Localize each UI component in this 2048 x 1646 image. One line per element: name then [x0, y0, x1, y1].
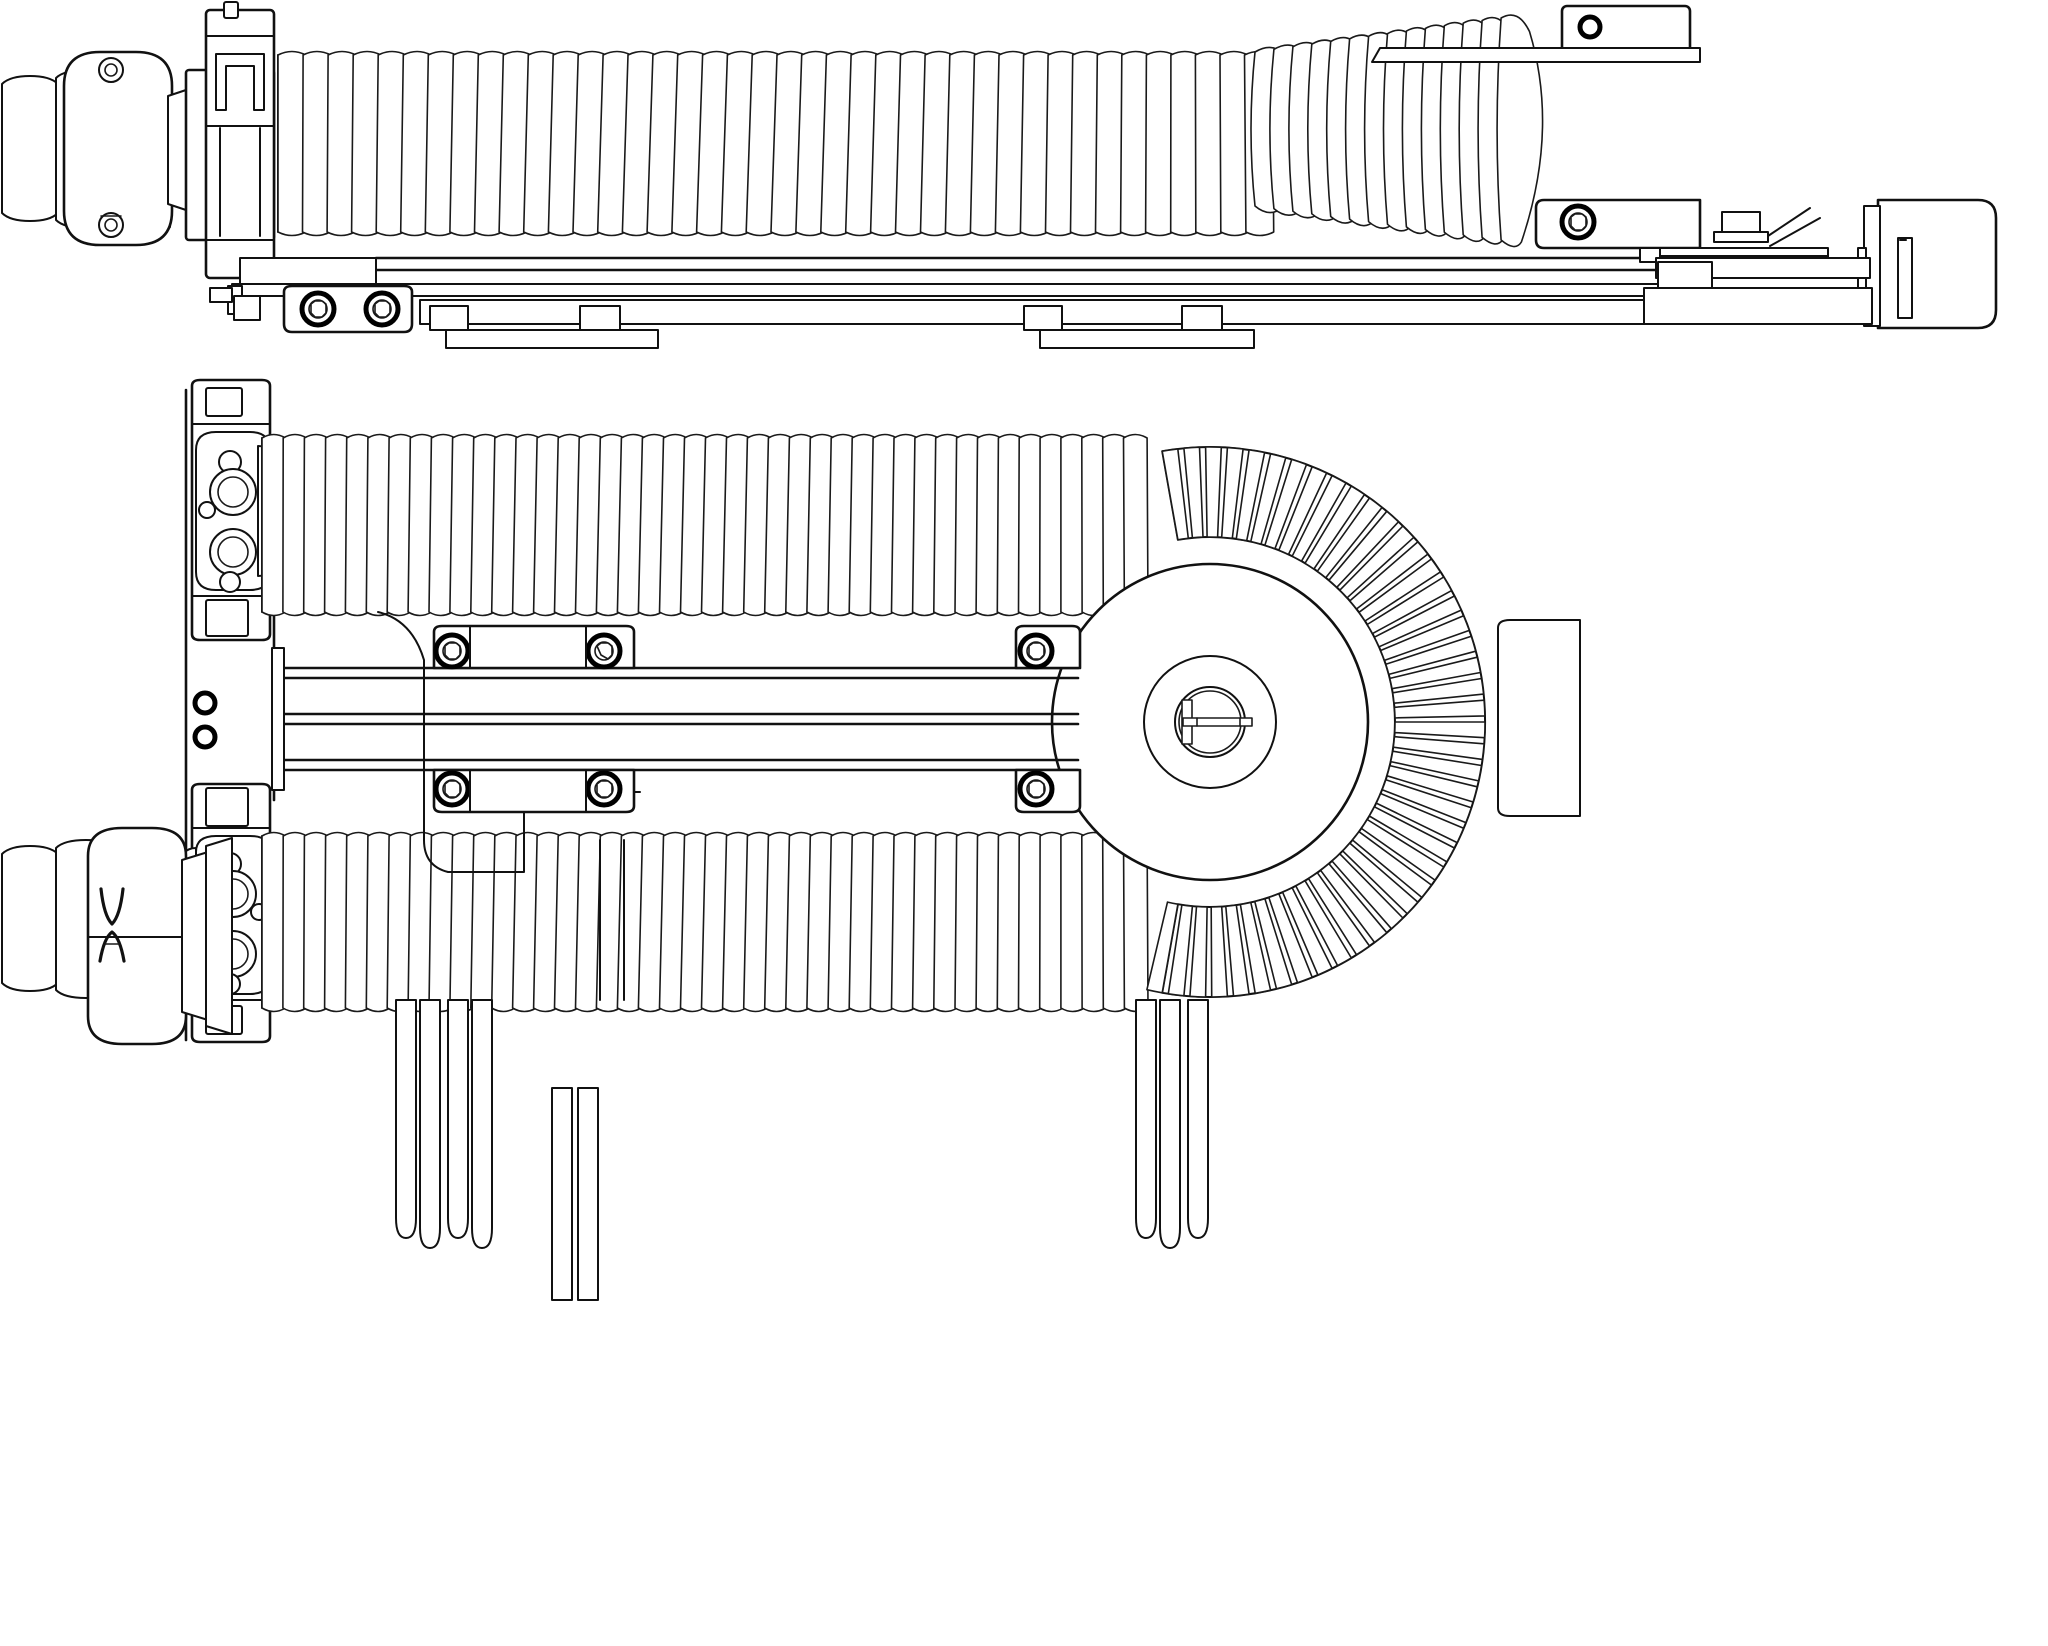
motor-housing-plan	[86, 826, 233, 1046]
coil-fin	[1225, 904, 1250, 997]
coil-fin	[1393, 721, 1486, 739]
tube-return-block	[1497, 619, 1581, 817]
coil-fin	[1349, 541, 1429, 610]
coil-fin	[1281, 887, 1333, 976]
coil-fin	[1210, 905, 1229, 998]
coil-fin	[1331, 853, 1404, 930]
coil-fin	[1385, 635, 1477, 676]
coil-fin	[1389, 750, 1483, 782]
gearbox-block	[184, 1, 276, 280]
corrugated-flexible-tube	[277, 50, 1275, 237]
tube-convolution	[1038, 433, 1065, 617]
leg-tubes	[395, 839, 1209, 1249]
coil-fin	[1360, 818, 1445, 881]
coil-fin	[1328, 510, 1400, 589]
tube-convolution	[277, 50, 307, 237]
coil-fin	[1264, 458, 1308, 550]
tube-convolution	[1194, 50, 1225, 237]
rail-clamp-bottom-right	[1014, 768, 1082, 814]
tube-convolution	[1169, 50, 1200, 237]
coil-fin	[1393, 699, 1486, 719]
coil-fin	[1392, 735, 1485, 761]
end-housing-right	[1643, 198, 1998, 330]
coil-fin	[1391, 677, 1485, 704]
coil-fin	[1316, 497, 1383, 579]
coil-fin	[1161, 448, 1190, 541]
coil-fin	[1220, 446, 1244, 540]
clamp-bracket-left	[282, 284, 414, 334]
twin-rail-assembly	[271, 647, 1080, 791]
circular-drive-disc	[1050, 562, 1370, 882]
coil-fin	[1386, 764, 1478, 803]
rail-clamp-top-right	[1014, 624, 1082, 670]
coil-fin	[1254, 897, 1293, 990]
coil-fin	[1368, 806, 1456, 863]
coil-fin	[1379, 615, 1471, 662]
corrugated-tube-bottom-run	[261, 831, 1149, 1013]
coil-segment	[1496, 14, 1544, 248]
coil-fin	[1146, 901, 1179, 994]
coil-fin	[1307, 871, 1371, 956]
plan-view	[1, 378, 1581, 1301]
rail-feet-upper-view	[419, 299, 1661, 349]
coil-fin	[1268, 892, 1313, 984]
tube-convolution	[261, 831, 287, 1013]
coil-fin	[1389, 656, 1482, 690]
rail-clamp-bottom	[432, 768, 636, 814]
coil-fin	[1339, 525, 1415, 599]
coil-fin	[1250, 453, 1287, 545]
linear-rail-upper	[209, 256, 1662, 321]
motor-housing	[62, 50, 174, 247]
coil-fin	[1278, 465, 1328, 556]
coil-fin	[1239, 901, 1272, 995]
coil-fin	[1183, 446, 1204, 539]
coil-fin	[1304, 485, 1366, 570]
corrugated-tube-top-run	[261, 433, 1149, 617]
tube-convolution	[1060, 831, 1086, 1013]
coil-fin	[1375, 792, 1465, 844]
tube-convolution	[1038, 831, 1065, 1013]
tube-convolution	[1144, 50, 1175, 237]
coiled-tube-stack	[1250, 14, 1544, 248]
side-elevation-view	[1, 1, 1998, 349]
coil-fin	[1341, 842, 1419, 915]
coil-fin	[1235, 449, 1266, 542]
coil-fin	[1319, 862, 1388, 944]
coil-fin	[1189, 905, 1208, 998]
glyph-v	[99, 887, 125, 926]
coil-fin	[1366, 576, 1453, 635]
coil-fin	[1204, 446, 1223, 538]
mount-plate-upper	[1371, 4, 1701, 63]
coil-fin	[1358, 558, 1442, 622]
coil-fin	[1373, 595, 1462, 648]
coiled-tube-fan	[1146, 446, 1487, 998]
rail-clamp-top	[432, 624, 636, 670]
glyph-a	[98, 930, 126, 963]
tube-convolution	[1060, 433, 1086, 617]
coil-fin	[1167, 904, 1194, 997]
coil-fin	[1351, 830, 1433, 899]
coil-fin	[1381, 778, 1473, 824]
clamp-bracket-right	[1534, 198, 1702, 263]
tube-convolution	[261, 433, 287, 617]
coil-fin	[1291, 474, 1347, 562]
coil-fin	[1295, 879, 1353, 967]
guide-tubes	[551, 1087, 599, 1301]
plate-holes	[192, 690, 218, 750]
